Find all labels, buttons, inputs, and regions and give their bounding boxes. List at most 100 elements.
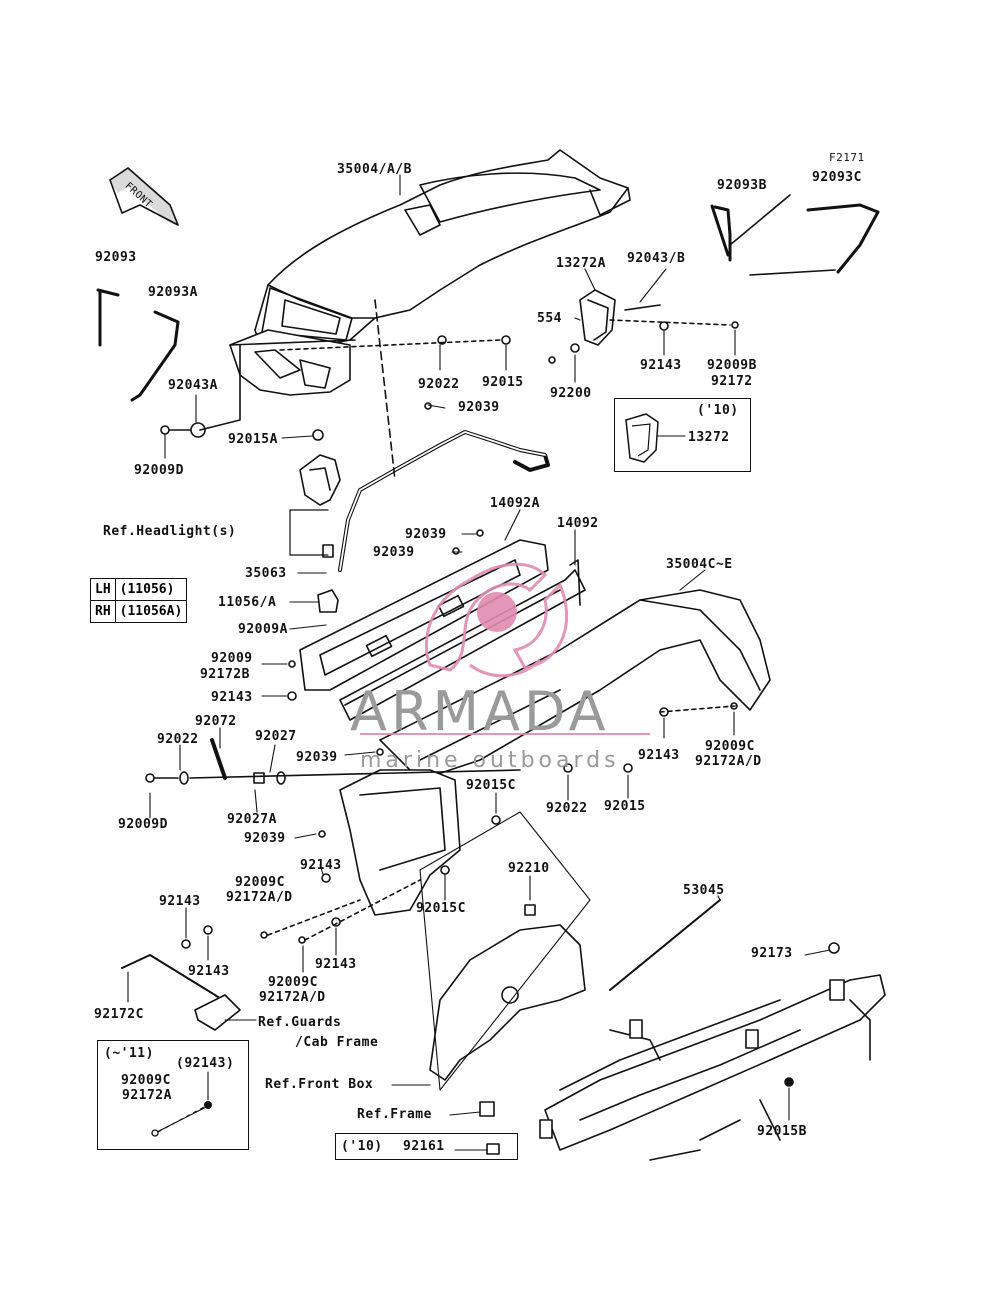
inset-box-92161 [335, 1133, 518, 1160]
part-label: 35063 [245, 566, 287, 581]
part-label: 554 [537, 311, 562, 326]
part-label: 14092A [490, 496, 540, 511]
part-label: 92143 [300, 858, 342, 873]
inset-year: ('10) [341, 1139, 383, 1154]
inset-year: (~'11) [104, 1046, 154, 1061]
part-label: 92072 [195, 714, 237, 729]
table-row: LH (11056) [90, 578, 188, 601]
part-label: 92009D [118, 817, 168, 832]
trim-92093A [130, 310, 180, 402]
part-label: 92039 [373, 545, 415, 560]
part-label: 92022 [157, 732, 199, 747]
table-row: RH (11056A) [90, 600, 188, 623]
part-label: 92172 [711, 374, 753, 389]
bracket-13272-icon [625, 413, 659, 463]
part-label: 92009C [235, 875, 285, 890]
part-label: 35004/A/B [337, 162, 412, 177]
part-label: 92173 [751, 946, 793, 961]
part-label: 92015A [228, 432, 278, 447]
part-label: 92143 [211, 690, 253, 705]
headlight-bracket [299, 454, 341, 613]
part-label: 92039 [405, 527, 447, 542]
part-label: 92009B [707, 358, 757, 373]
part-label: 92143 [315, 957, 357, 972]
inset-box-11 [97, 1040, 249, 1150]
fastener-inset-icon [151, 1101, 212, 1137]
ref-front-box: Ref.Front Box [265, 1077, 374, 1092]
part-label: 53045 [683, 883, 725, 898]
part-label: 92027A [227, 812, 277, 827]
part-label: 35004C~E [666, 557, 733, 572]
bracket-13272A [548, 289, 616, 364]
watermark-tagline: marine outboards [360, 748, 620, 773]
ref-frame: Ref.Frame [357, 1107, 432, 1122]
part-label: 92039 [458, 400, 500, 415]
part-label: 92172A/D [695, 754, 762, 769]
part-cell: (11056A) [114, 600, 188, 623]
trim-92093B [710, 204, 732, 262]
part-label: 92039 [244, 831, 286, 846]
part-label: 92172B [200, 667, 250, 682]
frame-assembly [479, 974, 886, 1161]
fender-35004CE [379, 589, 771, 781]
part-label: 92210 [508, 861, 550, 876]
part-label: 92009C [268, 975, 318, 990]
trim-92093C [806, 203, 880, 274]
part-label: 92039 [296, 750, 338, 765]
part-cell: (11056) [114, 578, 188, 601]
side-cell: LH [90, 578, 116, 601]
part-label: 92015 [482, 375, 524, 390]
watermark-brand: ARMADA [350, 680, 610, 743]
bolt-92009D-top [160, 425, 191, 435]
part-label: 13272 [688, 430, 730, 445]
part-label: 92022 [418, 377, 460, 392]
part-label: 92015C [416, 901, 466, 916]
ref-guards: Ref.Guards [258, 1015, 342, 1030]
part-label: 92143 [188, 964, 230, 979]
part-label: 14092 [557, 516, 599, 531]
bolt-92009D-mid [145, 773, 179, 783]
part-label: 92009C [705, 739, 755, 754]
inset-box-13272 [614, 398, 751, 472]
ref-cab-frame: /Cab Frame [295, 1035, 379, 1050]
part-label: 92172A/D [226, 890, 293, 905]
part-label: 92093A [148, 285, 198, 300]
watermark-logo [360, 562, 650, 735]
rod-53045 [609, 899, 721, 991]
part-label: 92200 [550, 386, 592, 401]
front-hood-upper [229, 149, 631, 396]
part-label: 92022 [546, 801, 588, 816]
ref-headlight: Ref.Headlight(s) [103, 524, 237, 539]
part-label: 92172A/D [259, 990, 326, 1005]
part-label: 92043A [168, 378, 218, 393]
part-label: 92143 [159, 894, 201, 909]
diagram-code: F2171 [829, 151, 865, 164]
inset-year: ('10) [697, 403, 739, 418]
part-label: 13272A [556, 256, 606, 271]
part-label: 92015B [757, 1124, 807, 1139]
lower-cover [339, 769, 461, 916]
part-label: 92015C [466, 778, 516, 793]
trim-92093 [96, 288, 120, 347]
part-label: (92143) [176, 1056, 235, 1071]
part-label: 92143 [640, 358, 682, 373]
part-label: 92172A [122, 1088, 172, 1103]
part-label: 92161 [403, 1139, 445, 1154]
side-cell: RH [90, 600, 116, 623]
guard-rod [121, 954, 231, 1006]
part-label: 92009D [134, 463, 184, 478]
part-label: 92093C [812, 170, 862, 185]
part-label: 92093 [95, 250, 137, 265]
part-label: 92172C [94, 1007, 144, 1022]
side-part-table: LH (11056) RH (11056A) [90, 578, 188, 623]
part-label: 92043/B [627, 251, 686, 266]
front-box-cover [429, 904, 586, 1081]
part-label: 92009C [121, 1073, 171, 1088]
part-label: 92009A [238, 622, 288, 637]
front-arrow-icon [109, 167, 179, 226]
part-label: 92027 [255, 729, 297, 744]
part-label: 92015 [604, 799, 646, 814]
part-label: 92143 [638, 748, 680, 763]
